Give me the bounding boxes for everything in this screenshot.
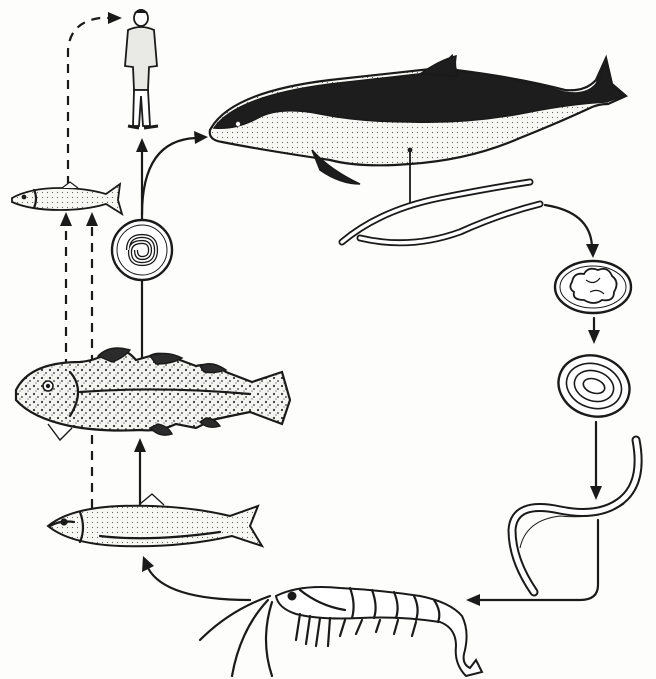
egg-morula-icon (555, 261, 631, 313)
adult-nematode-icon (342, 182, 540, 243)
egg-larva-icon (550, 346, 637, 425)
arrow-egg-to-egg (588, 318, 600, 344)
arrow-smallfish-to-human (68, 12, 122, 185)
arrow-krill-to-herring (142, 556, 250, 600)
arrow-cod-to-smallfish (60, 212, 72, 368)
free-larva-icon (512, 440, 638, 592)
encysted-larva-icon (112, 220, 172, 280)
herring-icon (48, 494, 262, 546)
arrow-to-porpoise (142, 131, 208, 215)
cod-icon (16, 348, 290, 440)
porpoise-icon (210, 56, 626, 206)
arrow-worms-to-egg (545, 205, 599, 258)
small-fish-icon (12, 182, 122, 214)
arrow-herring-to-cod (134, 438, 146, 508)
human-figure-icon (125, 9, 158, 128)
arrow-egg-to-larva (590, 422, 602, 500)
